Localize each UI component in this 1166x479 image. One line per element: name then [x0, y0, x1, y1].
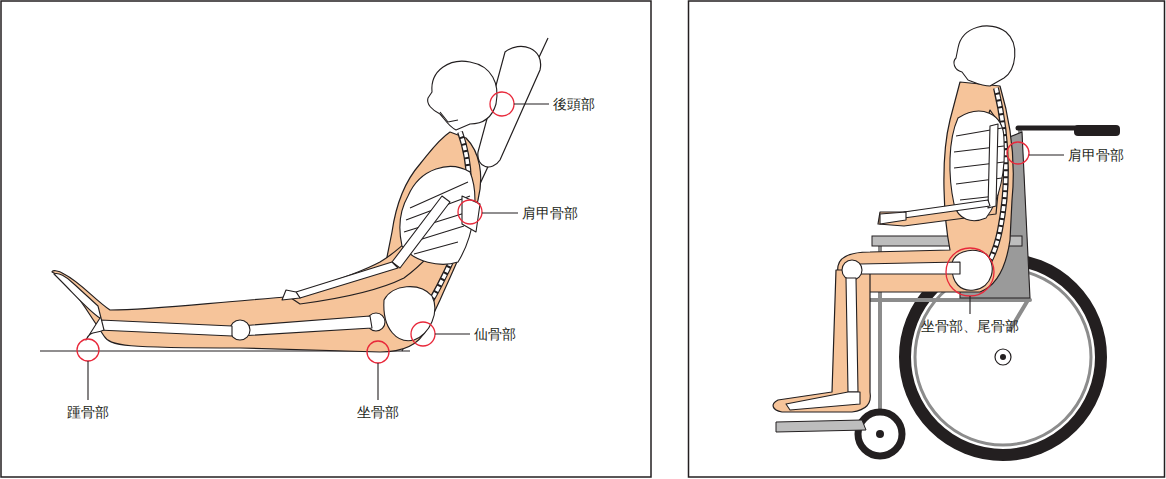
region-label: 肩甲骨部 [1068, 147, 1124, 163]
region-label: 坐骨部 [357, 404, 399, 420]
region-label: 仙骨部 [474, 326, 516, 342]
region-label: 踵骨部 [67, 404, 109, 420]
region-label: 肩甲骨部 [522, 205, 578, 221]
region-label: 坐骨部、尾骨部 [921, 318, 1019, 334]
region-label: 後頭部 [553, 96, 595, 112]
